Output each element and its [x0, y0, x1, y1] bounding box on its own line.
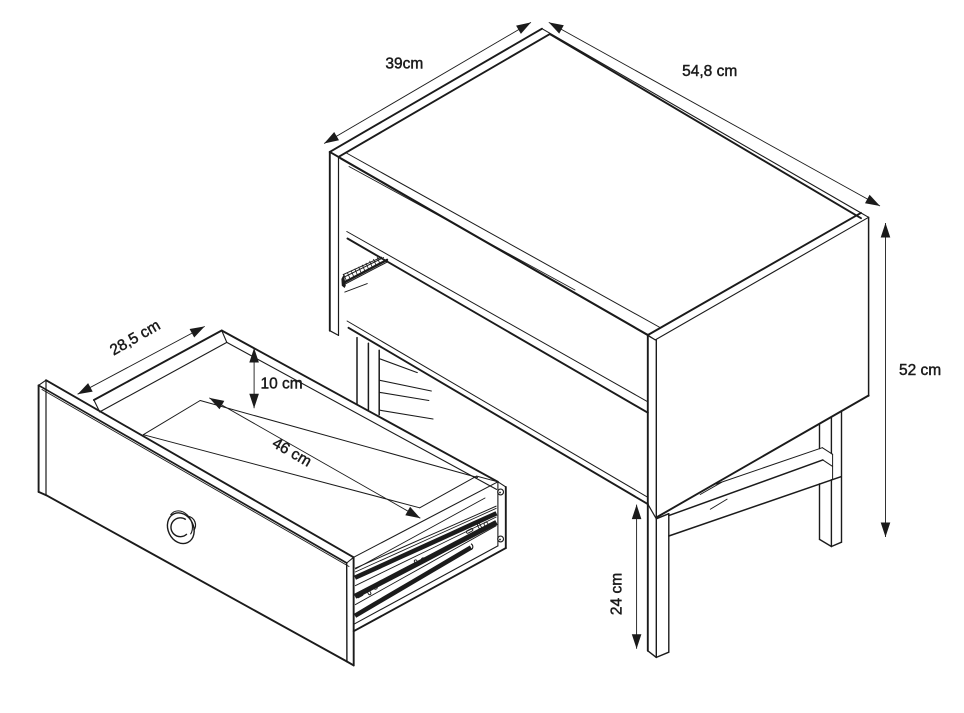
svg-text:24 cm: 24 cm — [609, 573, 626, 615]
svg-text:10 cm: 10 cm — [261, 376, 303, 393]
svg-text:52 cm: 52 cm — [899, 362, 941, 379]
svg-text:54,8 cm: 54,8 cm — [682, 63, 737, 80]
svg-text:39cm: 39cm — [385, 56, 423, 73]
